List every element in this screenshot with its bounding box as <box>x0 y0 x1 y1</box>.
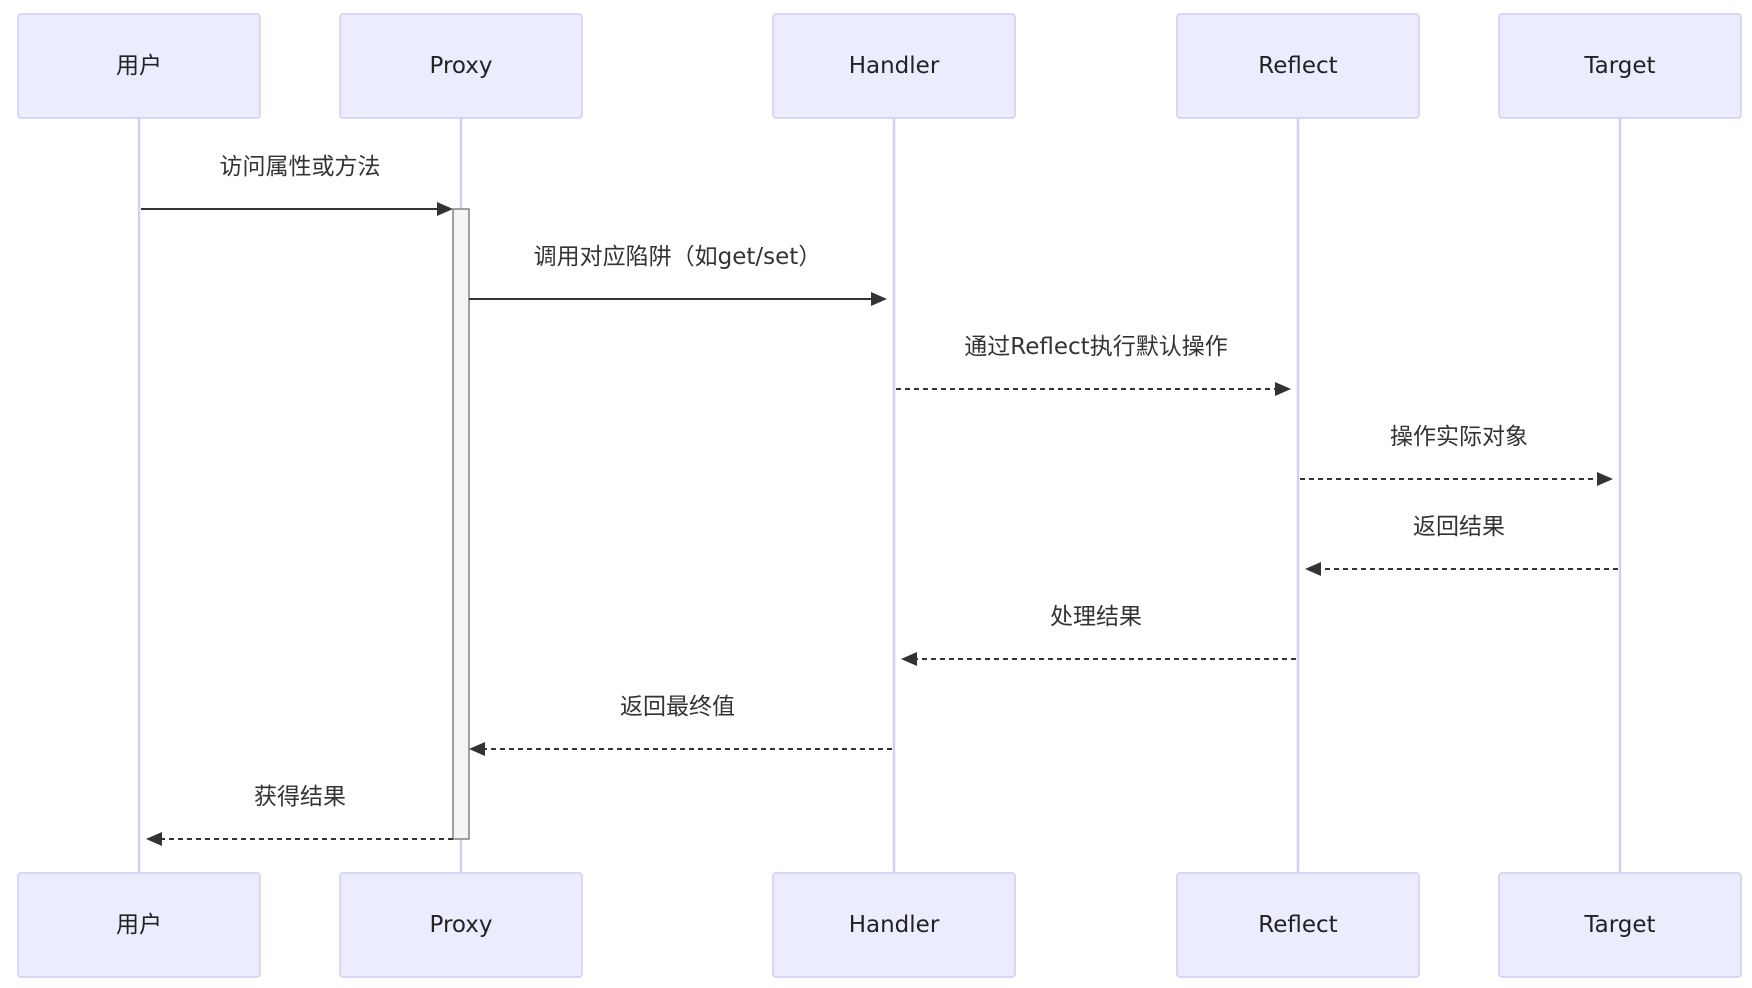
arrowhead-icon <box>871 292 887 306</box>
message-label: 操作实际对象 <box>1390 424 1528 450</box>
actor-label: Handler <box>849 53 940 79</box>
message-7: 返回最终值 <box>469 694 892 756</box>
actor-label: Proxy <box>429 912 492 938</box>
actor-box <box>772 872 1016 978</box>
message-4: 操作实际对象 <box>1300 424 1613 486</box>
actor-box <box>1176 872 1420 978</box>
message-label: 通过Reflect执行默认操作 <box>964 334 1227 360</box>
actor-label: Handler <box>849 912 940 938</box>
actor-label: Reflect <box>1258 53 1337 79</box>
actor-top-handler: Handler <box>772 13 1016 119</box>
arrowhead-icon <box>146 832 162 846</box>
message-label: 返回结果 <box>1413 514 1505 540</box>
actors-top: 用户 Proxy Handler Reflect Target <box>17 13 1742 119</box>
arrowhead-icon <box>437 202 453 216</box>
message-1: 访问属性或方法 <box>141 154 453 216</box>
message-label: 获得结果 <box>254 784 346 810</box>
actor-bottom-handler: Handler <box>772 872 1016 978</box>
message-label: 返回最终值 <box>620 694 735 720</box>
actor-bottom-target: Target <box>1498 872 1742 978</box>
message-5: 返回结果 <box>1305 514 1618 576</box>
actor-label: 用户 <box>116 53 162 79</box>
actor-box <box>339 872 583 978</box>
arrowhead-icon <box>469 742 485 756</box>
arrowhead-icon <box>901 652 917 666</box>
actor-label: Target <box>1583 912 1655 938</box>
message-label: 访问属性或方法 <box>220 154 381 180</box>
actor-label: 用户 <box>116 912 162 938</box>
actor-box <box>1498 13 1742 119</box>
actor-label: Target <box>1583 53 1655 79</box>
lifelines <box>137 118 1622 873</box>
message-3: 通过Reflect执行默认操作 <box>896 334 1291 396</box>
actor-box <box>17 872 261 978</box>
actor-box <box>772 13 1016 119</box>
actor-bottom-reflect: Reflect <box>1176 872 1420 978</box>
activation-proxy <box>452 208 470 840</box>
arrowhead-icon <box>1597 472 1613 486</box>
message-label: 调用对应陷阱（如get/set） <box>534 244 822 270</box>
actor-top-target: Target <box>1498 13 1742 119</box>
message-label: 处理结果 <box>1050 604 1142 630</box>
activations <box>452 208 470 840</box>
actor-box <box>17 13 261 119</box>
arrowhead-icon <box>1275 382 1291 396</box>
actor-top-user: 用户 <box>17 13 261 119</box>
message-6: 处理结果 <box>901 604 1296 666</box>
message-2: 调用对应陷阱（如get/set） <box>469 244 887 306</box>
actor-box <box>1176 13 1420 119</box>
actor-top-reflect: Reflect <box>1176 13 1420 119</box>
actor-box <box>1498 872 1742 978</box>
message-8: 获得结果 <box>146 784 453 846</box>
actors-bottom: 用户 Proxy Handler Reflect Target <box>17 872 1742 978</box>
actor-label: Proxy <box>429 53 492 79</box>
actor-box <box>339 13 583 119</box>
actor-top-proxy: Proxy <box>339 13 583 119</box>
actor-bottom-user: 用户 <box>17 872 261 978</box>
arrowhead-icon <box>1305 562 1321 576</box>
actor-label: Reflect <box>1258 912 1337 938</box>
actor-bottom-proxy: Proxy <box>339 872 583 978</box>
